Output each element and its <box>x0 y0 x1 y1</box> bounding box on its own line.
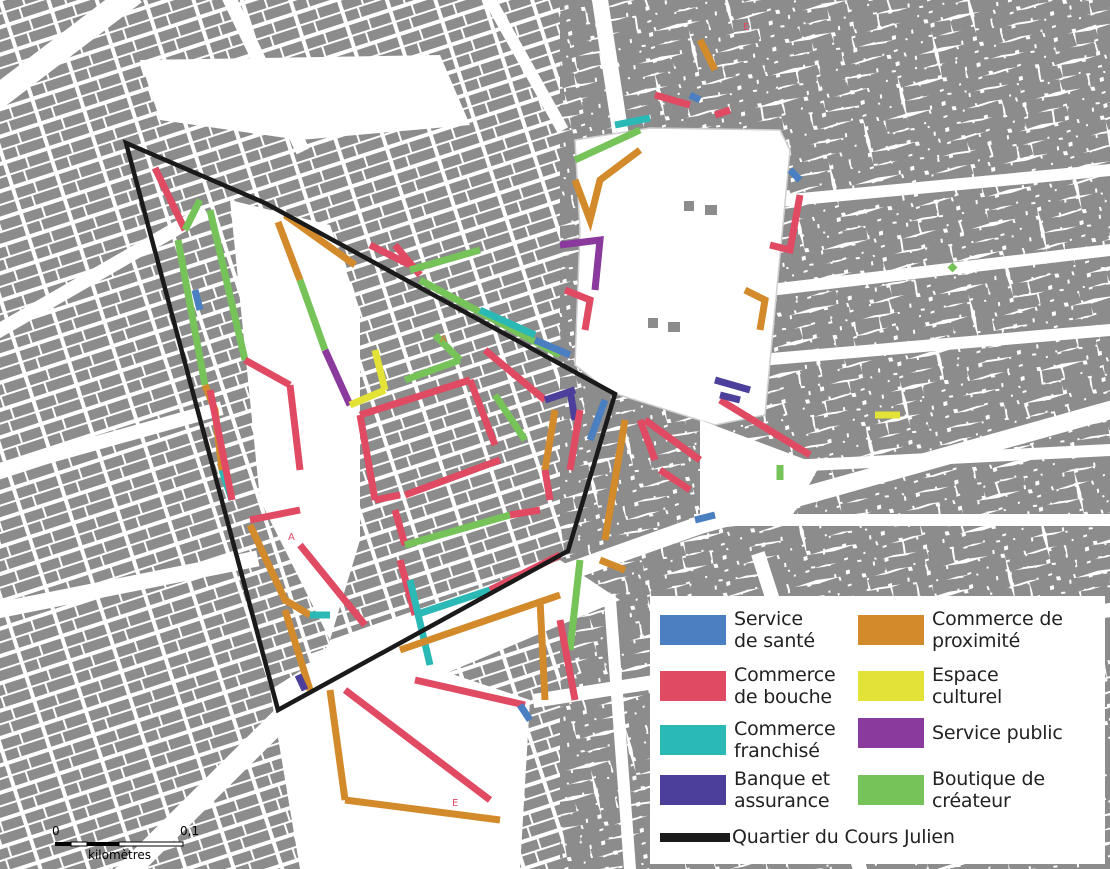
map-label-a-upper: A <box>440 334 447 345</box>
legend-swatch-franchise <box>660 725 726 755</box>
legend-label-public: Service public <box>932 722 1063 744</box>
scale-bar-graphic <box>55 841 184 847</box>
map-label-e-top: E <box>743 22 749 33</box>
legend-swatch-proximite <box>858 615 924 645</box>
legend-label-franchise: Commerce franchisé <box>734 718 836 762</box>
legend-label-bouche: Commerce de bouche <box>734 664 836 708</box>
legend-item-bouche: Commerce de bouche <box>660 664 836 708</box>
legend-item-boundary: Quartier du Cours Julien <box>660 826 955 848</box>
legend-swatch-bouche <box>660 671 726 701</box>
legend-swatch-createur <box>858 775 924 805</box>
legend-boundary-line <box>660 832 730 842</box>
scale-start-label: 0 <box>52 824 60 838</box>
legend-label-culturel: Espace culturel <box>932 664 1003 708</box>
scale-unit-label: kilomètres <box>88 848 152 862</box>
legend-label-createur: Boutique de créateur <box>932 768 1045 812</box>
legend-swatch-banque <box>660 775 726 805</box>
legend-swatch-public <box>858 718 924 748</box>
map-legend: Service de santé Commerce de proximité C… <box>650 596 1105 864</box>
map-label-a-lower: A <box>288 532 295 543</box>
legend-item-culturel: Espace culturel <box>858 664 1002 708</box>
legend-item-public: Service public <box>858 718 1063 748</box>
legend-swatch-sante <box>660 615 726 645</box>
shop-frontages <box>151 38 958 824</box>
market-kiosks <box>648 201 717 332</box>
legend-label-sante: Service de santé <box>734 608 815 652</box>
map-labels: E A A E <box>288 22 749 809</box>
legend-item-createur: Boutique de créateur <box>858 768 1045 812</box>
map-label-e-bottom: E <box>452 798 458 809</box>
quartier-boundary <box>122 139 618 714</box>
legend-item-franchise: Commerce franchisé <box>660 718 836 762</box>
legend-label-proximite: Commerce de proximité <box>932 608 1063 652</box>
legend-item-banque: Banque et assurance <box>660 768 830 812</box>
scale-end-label: 0,1 <box>180 824 200 838</box>
legend-swatch-culturel <box>858 671 924 701</box>
legend-label-banque: Banque et assurance <box>734 768 830 812</box>
legend-item-proximite: Commerce de proximité <box>858 608 1063 652</box>
legend-item-sante: Service de santé <box>660 608 815 652</box>
legend-label-boundary: Quartier du Cours Julien <box>732 826 955 848</box>
scale-bar: 0 0,1 kilomètres <box>50 824 220 866</box>
